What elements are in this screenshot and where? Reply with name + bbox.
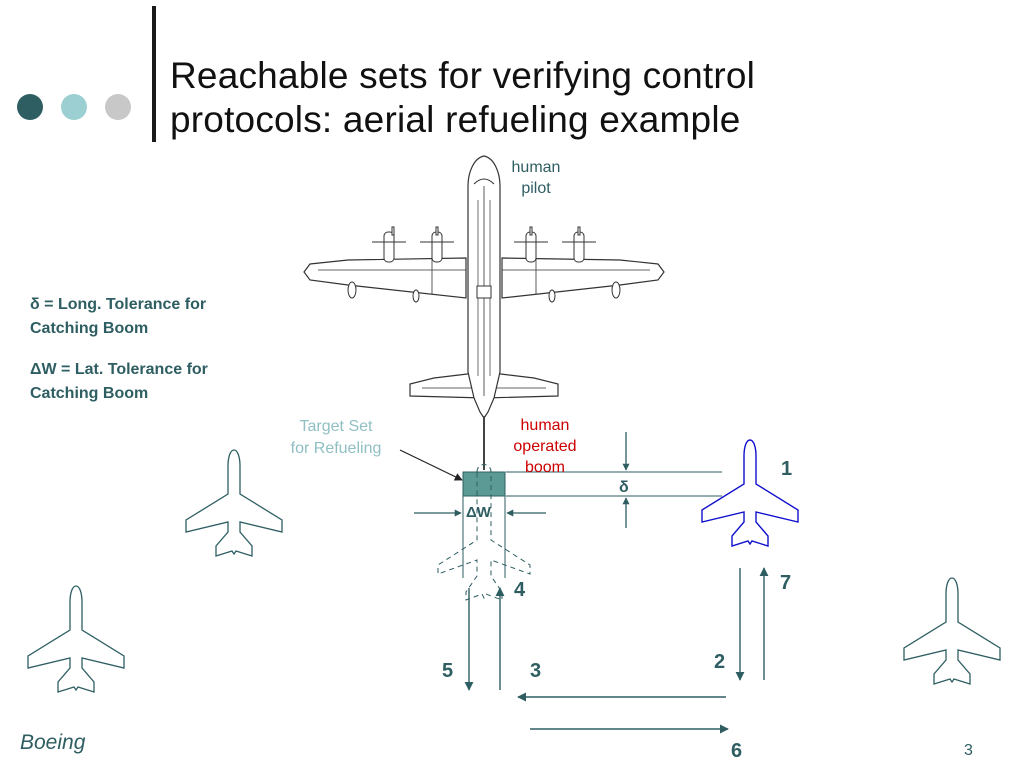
delta-w-definition-line-1: ΔW = Lat. Tolerance for [30, 361, 208, 378]
slide-title-line-2: protocols: aerial refueling example [170, 99, 741, 141]
decor-dot-teal [61, 94, 87, 120]
step-label-5: 5 [442, 660, 454, 682]
step-label-6: 6 [731, 740, 743, 762]
receiver-aircraft-bottom-left [27, 585, 125, 693]
slide-title: Reachable sets for verifying control pro… [170, 54, 755, 143]
step-label-4: 4 [514, 579, 526, 601]
target-set-pointer [399, 449, 463, 481]
target-set-label-line-1: Target Set [299, 418, 373, 435]
receiver-aircraft-blue [701, 439, 799, 547]
target-set-label: Target Set for Refueling [272, 416, 400, 461]
slide-title-line-1: Reachable sets for verifying control [170, 55, 756, 96]
step-label-2: 2 [714, 651, 726, 673]
page-number: 3 [964, 742, 973, 759]
step-label-1: 1 [781, 458, 793, 480]
delta-w-definition: ΔW = Lat. Tolerance for Catching Boom [30, 358, 208, 406]
delta-definition: δ = Long. Tolerance for Catching Boom [30, 293, 206, 341]
delta-label: δ [619, 479, 629, 496]
receiver-aircraft-left [185, 449, 283, 557]
human-pilot-label: human pilot [500, 158, 572, 200]
tanker-aircraft [303, 155, 665, 420]
human-boom-label-line-2: operated [513, 437, 577, 455]
human-boom-label: human operated boom [500, 416, 590, 478]
source-credit: Boeing [20, 731, 86, 754]
delta-definition-line-1: δ = Long. Tolerance for [30, 296, 207, 313]
receiver-aircraft-bottom-right [903, 577, 1001, 685]
delta-definition-line-2: Catching Boom [30, 320, 149, 337]
receiver-dashed-aircraft [437, 464, 531, 601]
delta-w-definition-line-2: Catching Boom [30, 385, 149, 402]
target-set-box [462, 471, 506, 497]
human-boom-label-line-3: boom [524, 458, 566, 476]
delta-w-label: ΔW [466, 504, 491, 521]
step-label-7: 7 [780, 572, 792, 594]
step-label-3: 3 [530, 660, 542, 682]
human-boom-label-line-1: human [520, 417, 570, 434]
decor-dot-dark [17, 94, 43, 120]
decor-dot-gray [105, 94, 131, 120]
human-pilot-label-line-1: human [511, 159, 561, 176]
human-pilot-label-line-2: pilot [521, 179, 551, 197]
target-set-label-line-2: for Refueling [290, 440, 382, 458]
title-divider [152, 6, 156, 142]
